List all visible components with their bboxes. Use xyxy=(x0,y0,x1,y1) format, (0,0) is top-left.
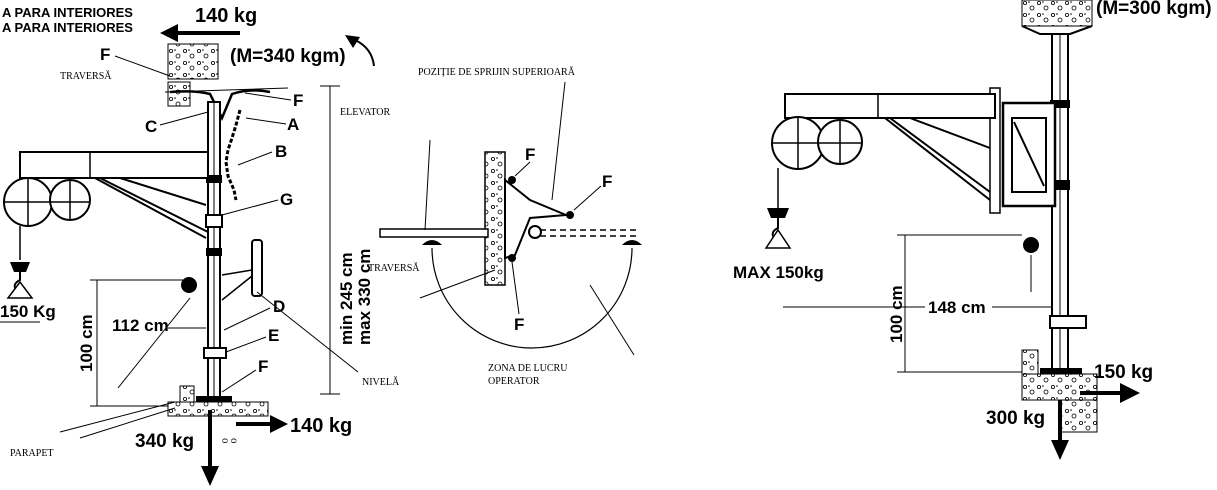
middle-zone-line-1: ZONA DE LUCRU xyxy=(488,363,568,374)
left-elevator-label: ELEVATOR xyxy=(340,107,391,118)
y-bracket xyxy=(504,177,567,260)
left-reach-label: 112 cm xyxy=(112,316,169,335)
left-load-bottom-label: 340 kg xyxy=(135,431,194,452)
right-base-plate xyxy=(1040,368,1082,376)
left-crane-diagram: 140 kg (M=340 kgm) F TRAVERSĂ F C A xyxy=(0,5,400,486)
middle-title: POZIȚIE DE SPRIJIN SUPERIOARĂ xyxy=(418,66,576,78)
left-part-c: C xyxy=(145,117,157,136)
header-line-2: A PARA INTERIORES xyxy=(2,20,133,35)
moment-arrow xyxy=(354,39,375,67)
ceiling-beam xyxy=(167,81,191,107)
left-min-height-label: min 245 cm xyxy=(337,252,356,345)
left-part-f-bottom: F xyxy=(258,357,268,376)
right-capacity-label: MAX 150kg xyxy=(733,263,824,282)
right-crane-diagram: (M=300 kgm) MAX 150kg xyxy=(733,0,1212,460)
right-arrow-down-icon xyxy=(1051,400,1069,460)
middle-wall xyxy=(484,151,506,286)
hook-left-icon xyxy=(422,240,442,245)
middle-part-f-top: F xyxy=(525,145,535,164)
left-parapet-label: PARAPET xyxy=(10,448,54,459)
left-part-f-right: F xyxy=(293,91,303,110)
left-moment-label: (M=340 kgm) xyxy=(230,46,346,67)
middle-zone-line-2: OPERATOR xyxy=(488,376,540,387)
header-line-1: A PARA INTERIORES xyxy=(2,5,133,20)
right-hook-icon xyxy=(764,208,792,249)
right-load-bottom-label: 300 kg xyxy=(986,408,1045,429)
left-parapet-concrete xyxy=(167,401,269,417)
right-base-concrete xyxy=(1021,373,1098,401)
right-height-label: 100 cm xyxy=(887,285,906,343)
svg-text:ᴑ ᴑ: ᴑ ᴑ xyxy=(222,434,237,446)
right-ceiling-concrete xyxy=(1021,0,1093,27)
left-max-height-label: max 330 cm xyxy=(355,249,374,345)
arrow-down-icon xyxy=(201,410,219,486)
left-part-d: D xyxy=(273,297,285,316)
level-instrument xyxy=(251,239,263,297)
right-reach-label: 148 cm xyxy=(928,298,986,317)
left-nivela-label: NIVELĂ xyxy=(362,376,400,388)
left-load-top-label: 140 kg xyxy=(195,5,257,27)
middle-top-view-diagram: POZIȚIE DE SPRIJIN SUPERIOARĂ F F F TRAV… xyxy=(368,66,642,387)
left-hook-icon xyxy=(6,262,34,299)
left-traversa-label: TRAVERSĂ xyxy=(60,70,112,82)
left-winch xyxy=(3,177,91,227)
right-arm-brace xyxy=(884,117,991,201)
arrow-left-icon xyxy=(160,24,240,42)
left-capacity-label: 150 Kg xyxy=(0,302,56,321)
hook-right-icon xyxy=(622,240,642,245)
middle-traversa-label: TRAVERSĂ xyxy=(368,262,420,274)
left-part-e: E xyxy=(268,326,279,345)
middle-traverse-bar xyxy=(379,228,489,238)
left-arm xyxy=(19,151,209,179)
arm-brace xyxy=(94,177,209,239)
arrow-right-icon xyxy=(236,415,288,433)
left-part-g: G xyxy=(280,190,293,209)
chain xyxy=(224,109,242,201)
left-part-a: A xyxy=(287,115,299,134)
right-moment-label: (M=300 kgm) xyxy=(1096,0,1212,19)
left-base-plate xyxy=(196,396,232,404)
left-height-label: 100 cm xyxy=(77,314,96,372)
right-arm xyxy=(784,93,996,119)
middle-part-f-right: F xyxy=(602,172,612,191)
left-part-b: B xyxy=(275,142,287,161)
left-load-side-label: 140 kg xyxy=(290,415,352,437)
operator-zone-arc xyxy=(431,247,633,349)
left-part-f-top: F xyxy=(100,45,110,64)
right-load-side-label: 150 kg xyxy=(1094,362,1153,383)
right-winch xyxy=(771,116,863,170)
right-operator-position xyxy=(1023,237,1039,253)
middle-part-f-bottom: F xyxy=(514,315,524,334)
right-arrow-right-icon xyxy=(1080,383,1140,403)
ceiling-concrete xyxy=(167,43,219,80)
operator-position xyxy=(181,277,197,293)
